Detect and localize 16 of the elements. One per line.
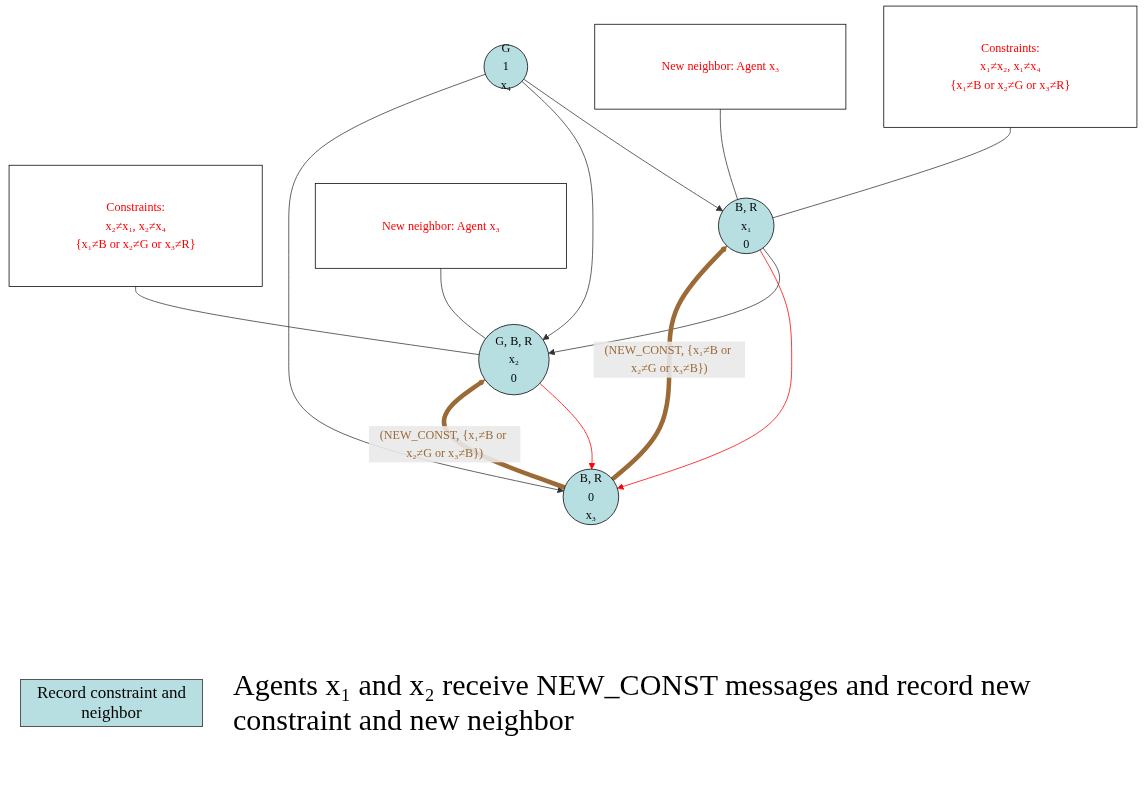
legend-text: Record constraint and neighbor (36, 682, 187, 722)
edge-label: (NEW_CONST, {x₁≠B or x₂≠G or x₃≠B}) (379, 428, 506, 460)
node-circle: G, B, R x₂ 0 (477, 324, 549, 396)
connector (134, 286, 479, 355)
connector (439, 267, 486, 339)
node-box: New neighbor: Agent x₃ (314, 183, 567, 269)
node-circle: B, R 0 x₃ (562, 468, 619, 526)
connector (771, 126, 1011, 219)
node-box: New neighbor: Agent x₃ (593, 23, 846, 110)
caption: Agents x₁ and x₂ receive NEW_CONST messages and record new constraint and new neighbor (233, 668, 1032, 737)
node-box: Constraints: x₁≠x₂, x₁≠x₄ {x₁≠B or x₂≠G or x₃≠R} (882, 5, 1137, 128)
edge-label: (NEW_CONST, {x₁≠B or x₂≠G or x₃≠B}) (603, 343, 731, 375)
node-box: Constraints: x₂≠x₁, x₂≠x₄ {x₁≠B or x₂≠G or x₃≠R} (8, 164, 263, 287)
node-circle: B, R x₁ 0 (717, 197, 774, 255)
node-circle: G 1 x₄ (483, 44, 528, 89)
connector (719, 108, 738, 200)
